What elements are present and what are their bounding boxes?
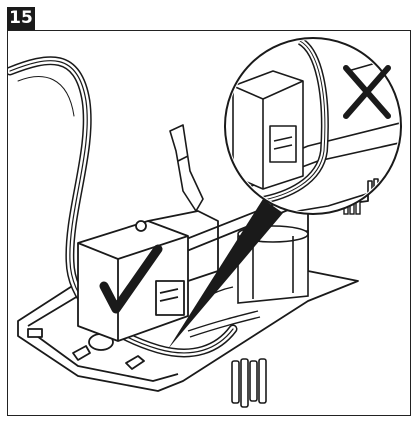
check-mark-icon	[99, 244, 163, 314]
installation-illustration	[7, 30, 411, 416]
supply-cable	[8, 56, 238, 358]
bottom-cables	[231, 358, 267, 408]
magnified-detail	[224, 37, 402, 215]
step-number-badge: 15	[7, 7, 35, 30]
x-mark-icon	[343, 65, 391, 119]
magnifier-pointer	[168, 199, 283, 349]
release-lever	[169, 124, 204, 212]
